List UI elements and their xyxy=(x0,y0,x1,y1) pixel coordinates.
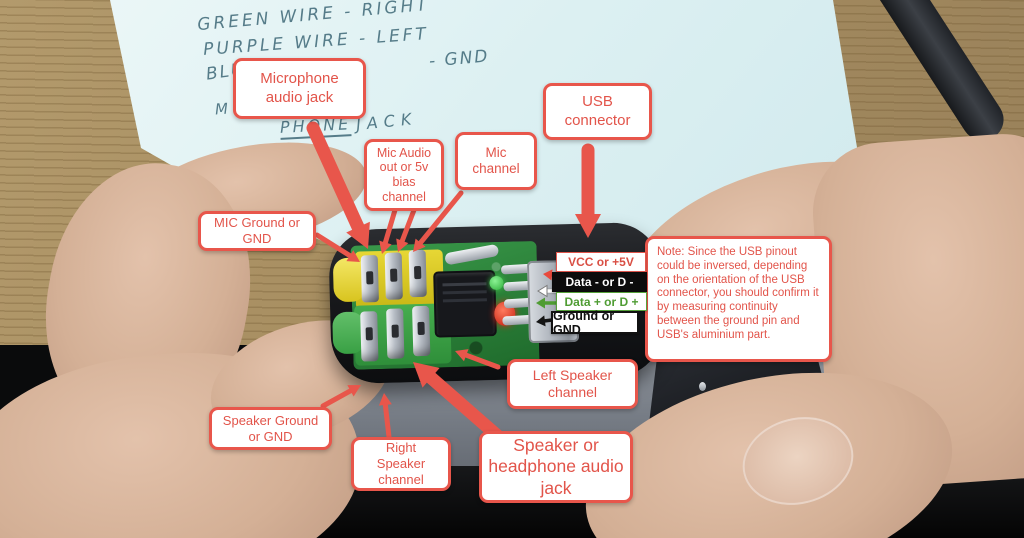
callout-left-speaker: Left Speaker channel xyxy=(507,359,638,409)
arrow-mic-audio-2 xyxy=(396,207,417,252)
callout-microphone-jack: Microphone audio jack xyxy=(233,58,366,119)
wire-label-vcc: VCC or +5V xyxy=(556,252,646,272)
callout-mic-channel: Mic channel xyxy=(455,132,537,190)
callout-note: Note: Since the USB pinout could be inve… xyxy=(645,236,832,362)
arrow-mic-ground xyxy=(314,232,360,262)
arrow-speaker-jack xyxy=(413,362,507,445)
callout-usb-connector: USB connector xyxy=(543,83,652,140)
arrow-right-speaker xyxy=(378,393,392,440)
wire-label-data-plus: Data + or D + xyxy=(556,292,647,311)
callout-mic-audio: Mic Audio out or 5v bias channel xyxy=(364,139,444,211)
callout-right-speaker: Right Speaker channel xyxy=(351,437,451,491)
callout-speaker-jack: Speaker or headphone audio jack xyxy=(479,431,633,503)
arrow-usb-connector xyxy=(575,143,601,238)
arrow-speaker-ground xyxy=(320,385,361,409)
arrow-microphone-jack xyxy=(306,121,370,249)
callout-mic-ground: MIC Ground or GND xyxy=(198,211,316,251)
wire-label-data-minus: Data - or D - xyxy=(552,272,647,292)
cover-screw xyxy=(699,382,706,391)
arrow-mic-channel xyxy=(413,190,464,252)
wire-label-ground: Ground or GND xyxy=(551,309,639,337)
arrow-left-speaker xyxy=(455,349,501,370)
arrow-mic-audio-1 xyxy=(379,207,398,254)
callout-speaker-ground: Speaker Ground or GND xyxy=(209,407,332,450)
